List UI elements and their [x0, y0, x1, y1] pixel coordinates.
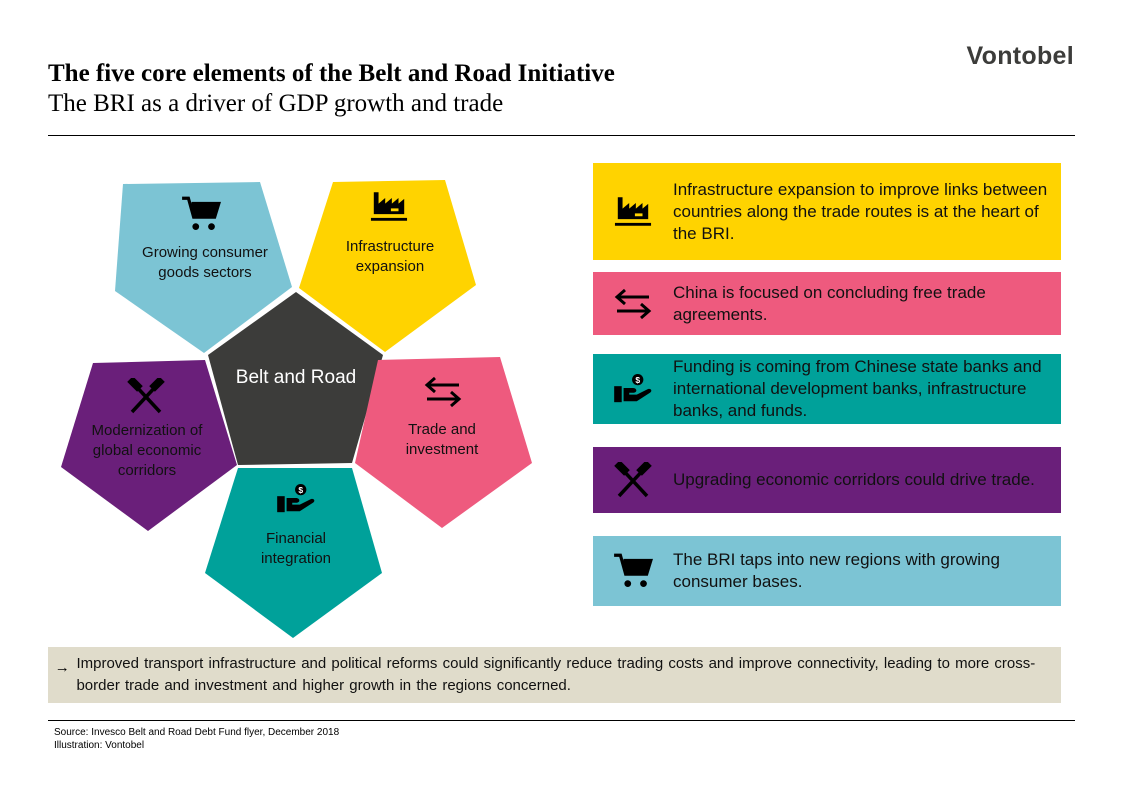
info-box-infrastructure: Infrastructure expansion to improve link…	[593, 163, 1061, 260]
info-text: The BRI taps into new regions with growi…	[673, 550, 1000, 591]
pentagon-label-corridors: Modernization of global economic corrido…	[91, 422, 203, 479]
info-text: Upgrading economic corridors could drive…	[673, 470, 1035, 489]
pentagon-diagram	[61, 180, 532, 638]
header-divider	[48, 135, 1075, 136]
source-note: Source: Invesco Belt and Road Debt Fund …	[54, 727, 340, 738]
info-text: Infrastructure expansion to improve link…	[673, 179, 1048, 243]
pentagon-corridors	[61, 360, 237, 531]
pentagon-financial	[205, 468, 382, 638]
info-text: China is focused on concluding free trad…	[673, 282, 986, 324]
info-box-consumer: The BRI taps into new regions with growi…	[593, 536, 1061, 606]
exchange-arrows-icon	[613, 287, 653, 321]
info-box-corridors: Upgrading economic corridors could drive…	[593, 447, 1061, 513]
pentagon-center	[208, 292, 383, 465]
shopping-cart-icon	[612, 552, 654, 590]
pentagon-label-infrastructure: Infrastructure expansion	[345, 238, 435, 275]
pentagon-trade	[355, 357, 532, 528]
slide-title: The five core elements of the Belt and R…	[48, 60, 615, 87]
pentagon-label-financial: Financial integration	[260, 530, 332, 567]
right-arrow-icon: →	[54, 659, 70, 676]
pentagon-infrastructure	[299, 180, 476, 352]
center-label: Belt and Road	[235, 367, 357, 388]
info-box-funding: Funding is coming from Chinese state ban…	[593, 354, 1061, 424]
pentagon-label-consumer: Growing consumer goods sectors	[142, 244, 268, 281]
info-text: Funding is coming from Chinese state ban…	[673, 357, 1042, 420]
summary-box: → Improved transport infrastructure and …	[48, 647, 1061, 703]
crossed-hammers-icon	[613, 462, 653, 498]
hand-money-icon	[612, 373, 654, 405]
vontobel-logo: Vontobel	[966, 42, 1074, 70]
slide-subtitle: The BRI as a driver of GDP growth and tr…	[48, 90, 504, 117]
pentagon-label-trade: Trade and investment	[405, 421, 479, 458]
illustration-note: Illustration: Vontobel	[54, 740, 145, 751]
pentagon-consumer-goods	[115, 182, 292, 353]
footer-divider	[48, 720, 1075, 721]
info-box-trade: China is focused on concluding free trad…	[593, 272, 1061, 335]
factory-icon	[614, 195, 652, 228]
summary-text: Improved transport infrastructure and po…	[76, 655, 1036, 694]
